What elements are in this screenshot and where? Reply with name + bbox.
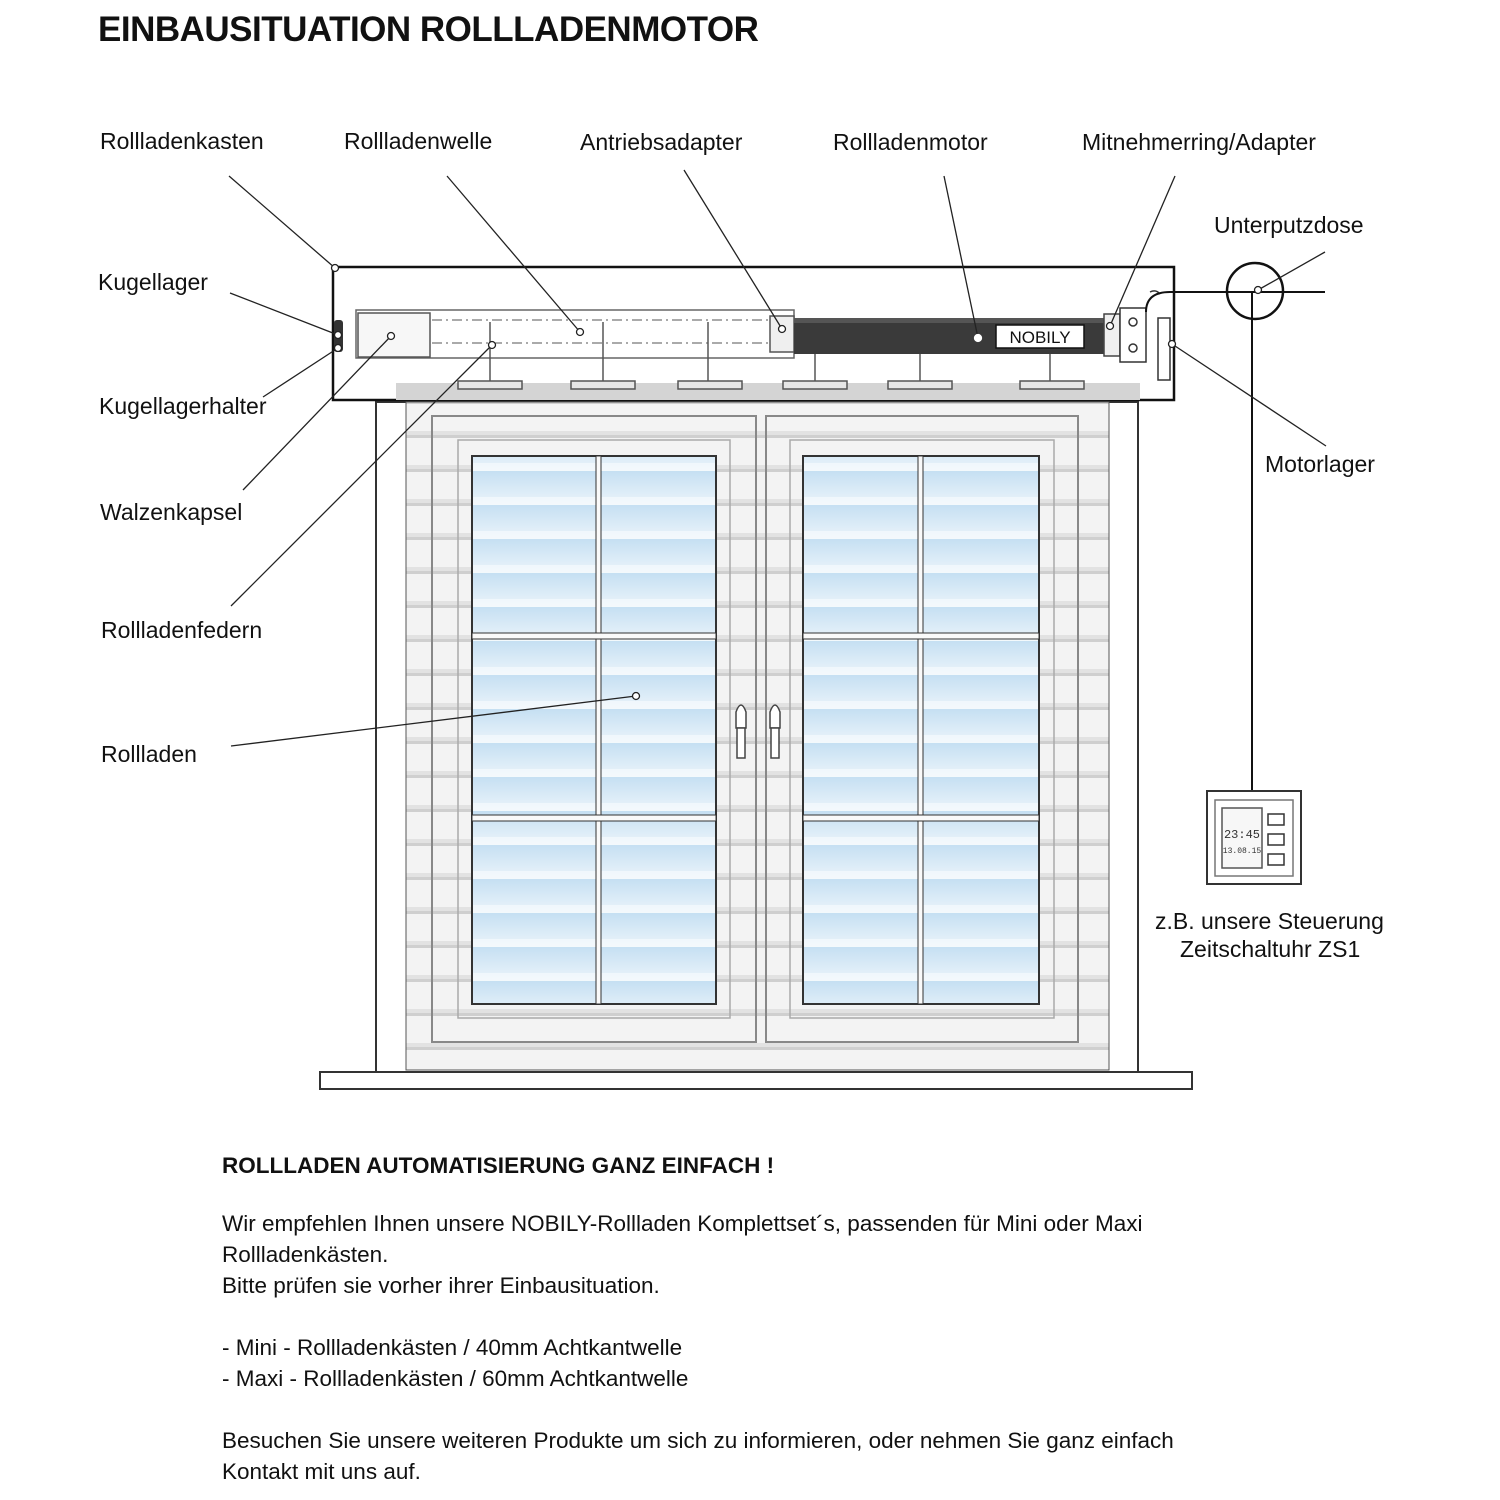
list-item-mini: - Mini - Rollladenkästen / 40mm Achtkant… <box>222 1335 683 1360</box>
label-steuerung-line2: Zeitschaltuhr ZS1 <box>1180 936 1361 962</box>
description-p1-line2: Rollladenkästen. <box>222 1242 389 1267</box>
label-walzenkapsel: Walzenkapsel <box>100 499 243 525</box>
timer-button-2 <box>1267 833 1285 846</box>
page-title: EINBAUSITUATION ROLLLADENMOTOR <box>98 10 759 49</box>
timer-date: 13.08.15 <box>1223 847 1262 856</box>
label-rollladenwelle: Rollladenwelle <box>344 128 493 154</box>
label-steuerung-line1: z.B. unsere Steuerung <box>1155 908 1384 934</box>
window <box>319 401 1193 1090</box>
motor-brand-plate <box>995 324 1085 349</box>
left-sash <box>431 415 757 1043</box>
timer-button-1 <box>1267 813 1285 826</box>
motor-brand: NOBILY <box>1009 328 1070 347</box>
timer-switch: 23:45 13.08.15 <box>1206 790 1302 885</box>
timer-button-3 <box>1267 853 1285 866</box>
description-p1-line3: Bitte prüfen sie vorher ihrer Einbausitu… <box>222 1273 660 1298</box>
label-kugellager: Kugellager <box>98 269 208 295</box>
label-rollladenfedern: Rollladenfedern <box>101 617 263 643</box>
timer-time: 23:45 <box>1224 828 1260 842</box>
right-sash <box>765 415 1079 1043</box>
drive-adapter <box>769 315 795 353</box>
shutter-springs <box>457 322 1085 390</box>
label-motorlager: Motorlager <box>1265 451 1375 477</box>
label-unterputzdose: Unterputzdose <box>1214 212 1364 238</box>
label-mitnehmerring: Mitnehmerring/Adapter <box>1082 129 1316 155</box>
leader-lines <box>228 169 1327 747</box>
shutter-box: NOBILY <box>331 265 1325 402</box>
timer-display <box>1221 807 1263 869</box>
label-antriebsadapter: Antriebsadapter <box>580 129 743 155</box>
description: ROLLLADEN AUTOMATISIERUNG GANZ EINFACH !… <box>222 1150 1422 1487</box>
description-p2-line2: Kontakt mit uns auf. <box>222 1459 421 1484</box>
window-handles <box>735 704 781 759</box>
label-rollladenkasten: Rollladenkasten <box>100 128 264 154</box>
description-p1-line1: Wir empfehlen Ihnen unsere NOBILY-Rollla… <box>222 1211 1143 1236</box>
left-glass <box>471 455 717 1005</box>
motor-bearing <box>1119 290 1171 381</box>
description-heading: ROLLLADEN AUTOMATISIERUNG GANZ EINFACH ! <box>222 1153 775 1178</box>
label-kugellagerhalter: Kugellagerhalter <box>99 393 267 419</box>
window-sill <box>319 1071 1193 1090</box>
label-rollladen: Rollladen <box>101 741 197 767</box>
list-item-maxi: - Maxi - Rollladenkästen / 60mm Achtkant… <box>222 1366 689 1391</box>
label-rollladenmotor: Rollladenmotor <box>833 129 988 155</box>
description-p2-line1: Besuchen Sie unsere weiteren Produkte um… <box>222 1428 1174 1453</box>
flush-mounted-box <box>1172 261 1325 791</box>
